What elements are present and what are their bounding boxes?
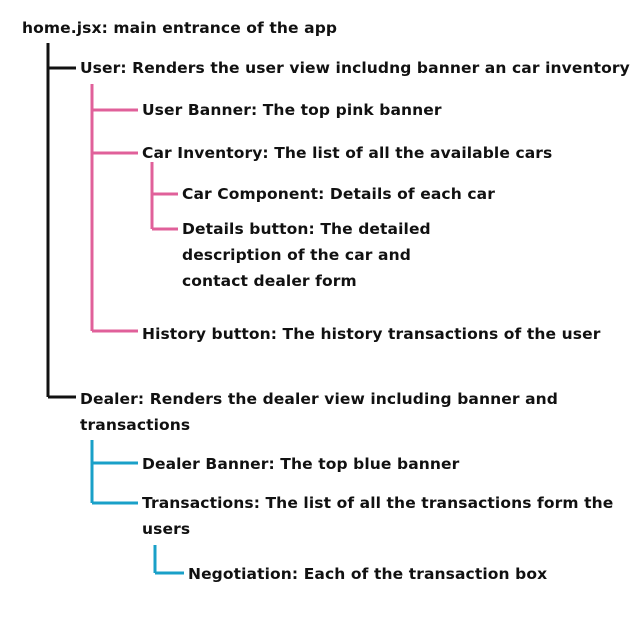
transactions-node: Transactions: The list of all the transa… bbox=[142, 494, 614, 538]
dealer-connector bbox=[90, 440, 138, 505]
inventory-connector bbox=[150, 162, 178, 231]
root-connector bbox=[46, 43, 76, 399]
dealer-node: Dealer: Renders the dealer view includin… bbox=[80, 390, 558, 434]
user-banner-node: User Banner: The top pink banner bbox=[142, 101, 442, 119]
negotiation-node: Negotiation: Each of the transaction box bbox=[188, 565, 548, 583]
user-connector bbox=[90, 84, 138, 333]
details-button-node: Details button: The detailed description… bbox=[182, 220, 431, 290]
dealer-banner-node: Dealer Banner: The top blue banner bbox=[142, 455, 460, 473]
car-component-node: Car Component: Details of each car bbox=[182, 185, 495, 203]
user-node: User: Renders the user view includng ban… bbox=[80, 59, 630, 77]
car-inventory-node: Car Inventory: The list of all the avail… bbox=[142, 144, 553, 162]
root-node: home.jsx: main entrance of the app bbox=[22, 19, 338, 37]
history-button-node: History button: The history transactions… bbox=[142, 325, 601, 343]
transactions-connector bbox=[153, 545, 184, 575]
